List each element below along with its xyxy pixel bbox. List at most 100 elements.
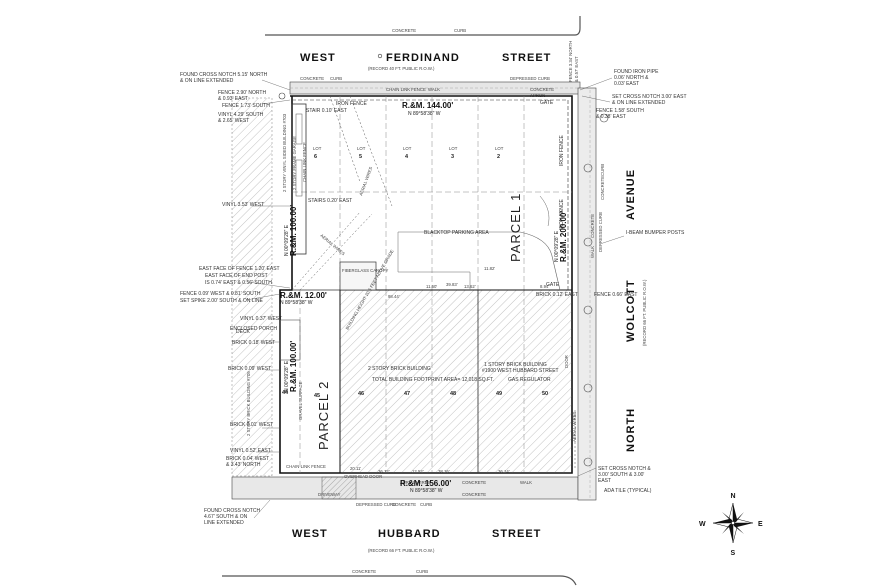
small-dim-3: 8.94' [540,284,549,289]
dim-west-upper: R.&M. 100.00' [289,205,298,256]
depressed-curb-label: DEPRESSED CURB [356,502,396,507]
left-note-18: BRICK 0.01' WEST [230,422,273,428]
right-curb-label: CURB [600,164,605,176]
dim-east: R.&M. 200.00' [559,211,568,262]
ferdinand-street-label: WEST FERDINAND STREET (RECORD 40 FT. PUB… [300,52,550,71]
overhead-door-label: OVERHEAD DOOR [344,474,382,479]
drive-curve-2 [539,195,550,227]
right-note-2: FOUND IRON PIPE [614,69,659,75]
two-story-brick-left-label: 2 STORY BRICK BUILDING #705 [246,371,251,436]
dim-bottom-bearing: N 89°58'38" W [410,488,443,494]
blacktop-label: BLACKTOP PARKING AREA [424,230,489,236]
lot-49: 49 [496,391,502,397]
far-bottom-curb: CONCRETE CURB [222,569,577,586]
left-note-3: & 0.93' EAST [218,96,248,102]
compass-e: E [758,521,763,528]
left-note-13: FENCE 0.09' WEST & 0.81' SOUTH [180,291,261,297]
right-note-10: BRICK 0.12' EAST [536,292,578,298]
left-note-19: VINYL 0.52' EAST [230,448,271,454]
lot-tag-6: LOT [313,146,322,151]
small-dim-8: 39.83' [446,282,458,287]
left-note-12: IS 0.74' EAST & 0.56' SOUTH [205,280,272,286]
upper-lot-labels: LOT 6 LOT 5 LOT 4 LOT 3 LOT 2 [313,146,504,160]
iron-fence-top-label: IRON FENCE [336,101,368,107]
top-chainlink-label: CHAIN LINK FENCE [386,87,426,92]
lot-lines-upper [292,96,572,290]
dim-west-lower-bearing: N 00°09'28" E [284,360,290,392]
top-walk-label: WALK [428,87,440,92]
north-arrow: N S E W [699,493,763,557]
bottom-street-word-1: WEST [292,528,328,540]
right-leaders [577,77,625,477]
left-note-20: BRICK 0.04' WEST [226,456,269,462]
right-street-word-1: NORTH [625,408,637,452]
small-dim-6: 36.14' [498,469,510,474]
dim-west-lower: R.&M. 100.00' [289,341,298,392]
ada-tile-label: ADA TILE (TYPICAL) [604,488,652,494]
right-note-8: & 0.38' EAST [596,114,626,120]
bottom-curb-label: CURB [420,502,432,507]
left-note-15: VINYL 0.37' WEST [240,316,282,322]
dim-bottom: R.&M. 156.00' [400,479,451,488]
left-note-6: & 2.65' WEST [218,118,249,124]
left-note-1: & ON LINE EXTENDED [180,78,234,84]
two-story-vinyl-label: 2 STORY VINYL SIDED BUILDING #703 [282,113,287,192]
top-street-record: (RECORD 40 FT. PUBLIC R.O.W.) [368,66,435,71]
compass-w: W [699,521,706,528]
gate-mid-label: GATE [546,282,560,288]
lot-2: 2 [497,154,500,160]
lot-4: 4 [405,154,409,160]
dim-top: R.&M. 144.00' [402,101,453,110]
dim-top-bearing: N 89°58'38" W [408,111,441,117]
right-note-9: FENCE 0.66' EAST [594,292,637,298]
left-note-2: FENCE 2.90' NORTH [218,90,266,96]
left-note-10: EAST FACE OF FENCE 1.20' EAST [199,266,280,272]
far-bottom-concrete-label: CONCRETE [352,569,376,574]
stair-block [295,113,303,145]
right-note-3: 0.06' NORTH & [614,75,649,81]
lower-lot-labels: 44 45 46 47 48 49 50 [282,390,548,399]
enclosed-porch-label: ENCLOSED PORCH [230,326,277,332]
gas-label: GAS REGULATOR [508,377,551,383]
left-note-5: VINYL 4.29' SOUTH [218,112,264,118]
gravel-label: GRAVEL SURFACE [298,381,303,420]
right-street-word-3: AVENUE [625,169,637,220]
dim-jog-bearing: N 89°58'38" W [280,300,313,306]
lot-48: 48 [450,391,456,397]
footprint-label: TOTAL BUILDING FOOTPRINT AREA= 12,018 SQ… [372,377,494,383]
far-top-concrete-label: CONCRETE [392,28,416,33]
left-note-24: LINE EXTENDED [204,520,244,526]
right-note-6: & ON LINE EXTENDED [612,100,666,106]
parcel-2-label: PARCEL 2 [316,381,331,450]
left-leaders [245,79,292,519]
chainlink-bottom-label: CHAIN LINK FENCE [286,464,326,469]
right-street-record: (RECORD 66 FT. PUBLIC R.O.W.) [642,279,647,346]
right-note-11: SET CROSS NOTCH & [598,466,651,472]
compass-s: S [731,550,736,557]
far-top-curb-label: CURB [454,28,466,33]
top-street-word-1: WEST [300,52,336,64]
enclosed-porch-block [279,319,301,361]
bottom-concrete-label: CONCRETE [462,480,486,485]
bottom-curb-concrete-label: CONCRETE [392,502,416,507]
fiberglass-canopy [339,261,377,291]
right-note-1: & 0.57' EAST [574,56,579,82]
aerial-wires-1: AERIAL WIRES [319,233,346,256]
small-dim-4: 36.12' [378,469,390,474]
aerial-wires-right: AERIAL WIRES [572,411,577,442]
small-dim-0: 98.44' [388,294,400,299]
right-street-word-2: WOLCOTT [625,279,637,342]
bldg1-label: 1 STORY BRICK BUILDING [484,362,547,368]
lot-3: 3 [451,154,454,160]
drive-curve [519,231,561,291]
compass-n: N [731,493,736,500]
lot-46: 46 [358,391,364,397]
frame-garage-label: 2 STORY FRAME GARAGE [292,136,297,190]
left-note-11: EAST FACE OF END POST [205,273,268,279]
lot-tag-5: LOT [357,146,366,151]
bottom-sidewalk: AERIAL WIRES CONCRETE WALK DRIVEWAY DEPR… [231,476,579,507]
small-dim-1: 11.82' [484,266,495,271]
right-concrete-label: CONCRETE [600,176,605,200]
bottom-walk-label: WALK [520,480,532,485]
ibeam-label: I-BEAM BUMPER POSTS [626,230,685,236]
